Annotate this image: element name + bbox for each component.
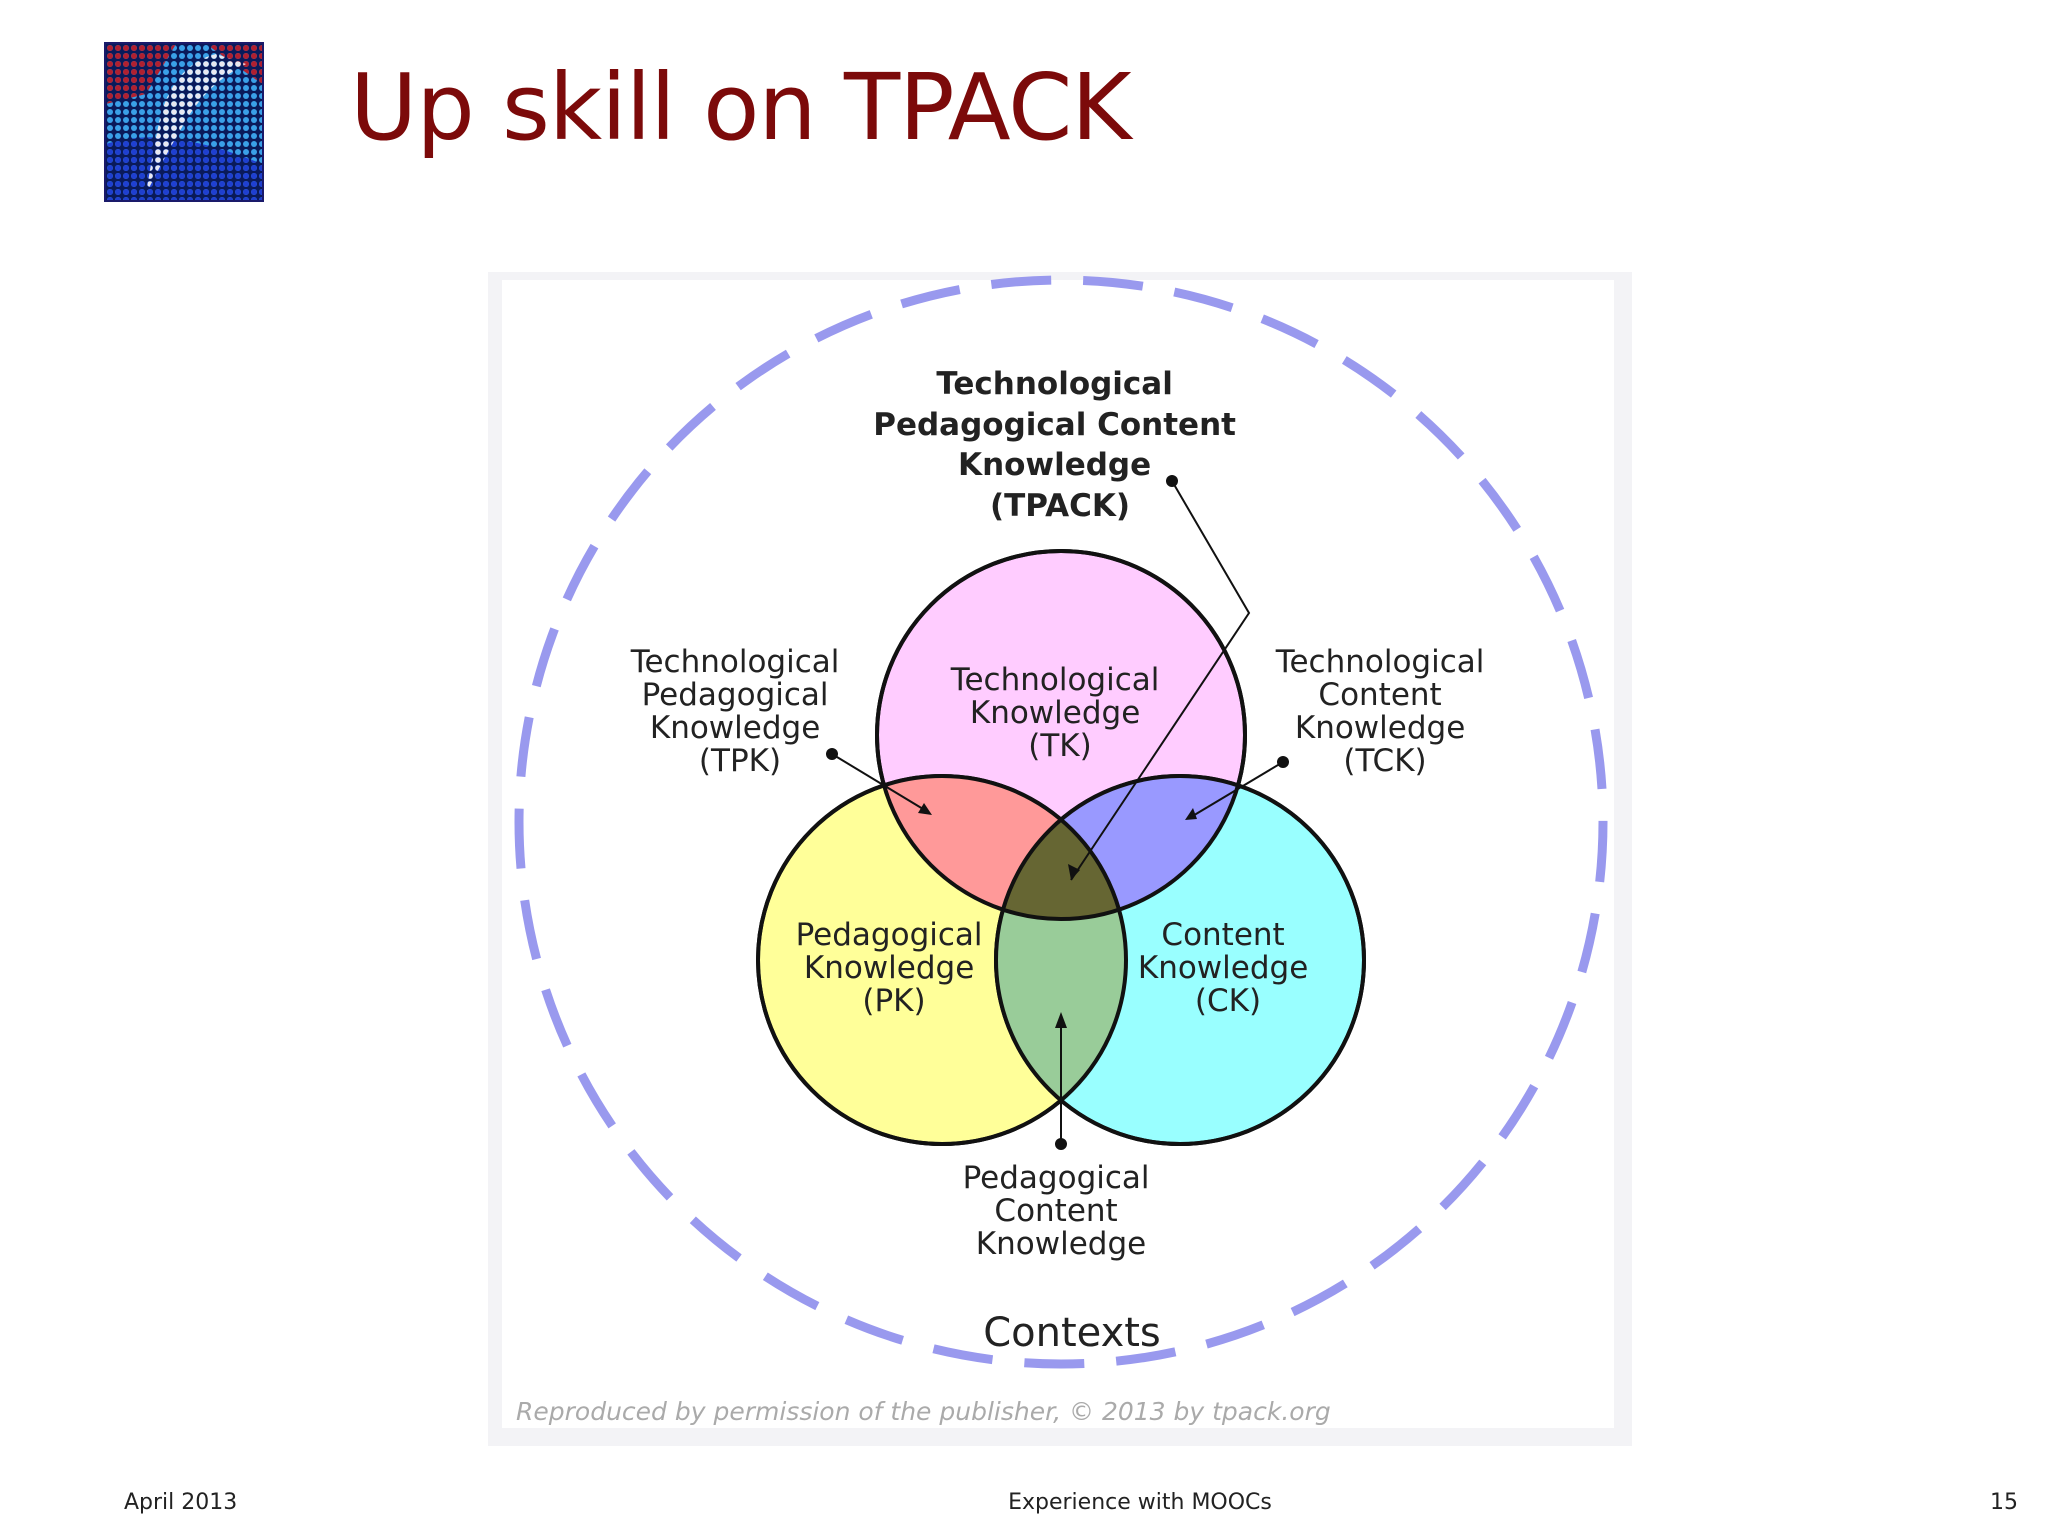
contexts-label: Contexts (983, 1310, 1161, 1356)
credit-text: Reproduced by permission of the publishe… (516, 1397, 1331, 1426)
tck-leader (1190, 761, 1284, 818)
tpk-label: Technological Pedagogical Knowledge (TPK… (630, 644, 849, 779)
tpack-region (996, 776, 1126, 919)
tk-label: Technological Knowledge (TK) (950, 662, 1169, 764)
tck-label: Technological Content Knowledge (TCK) (1275, 644, 1494, 779)
tpack-leader (1070, 480, 1251, 881)
tpack-diagram: Technological Pedagogical Content Knowle… (488, 272, 1632, 1446)
pk-label: Pedagogical Knowledge (PK) (796, 917, 993, 1019)
dolphin-mosaic-logo (104, 42, 264, 202)
footer-title: Experience with MOOCs (1008, 1490, 1272, 1515)
page-number: 15 (1990, 1490, 2018, 1515)
slide-title: Up skill on TPACK (350, 54, 1132, 161)
tpack-label: Technological Pedagogical Content Knowle… (873, 366, 1247, 524)
tpk-leader (831, 753, 929, 813)
ck-label: Content Knowledge (CK) (1138, 917, 1318, 1019)
contexts-ring (514, 275, 1608, 1369)
footer-date: April 2013 (124, 1490, 238, 1515)
pck-label: Pedagogical Content Knowledge (963, 1160, 1160, 1262)
